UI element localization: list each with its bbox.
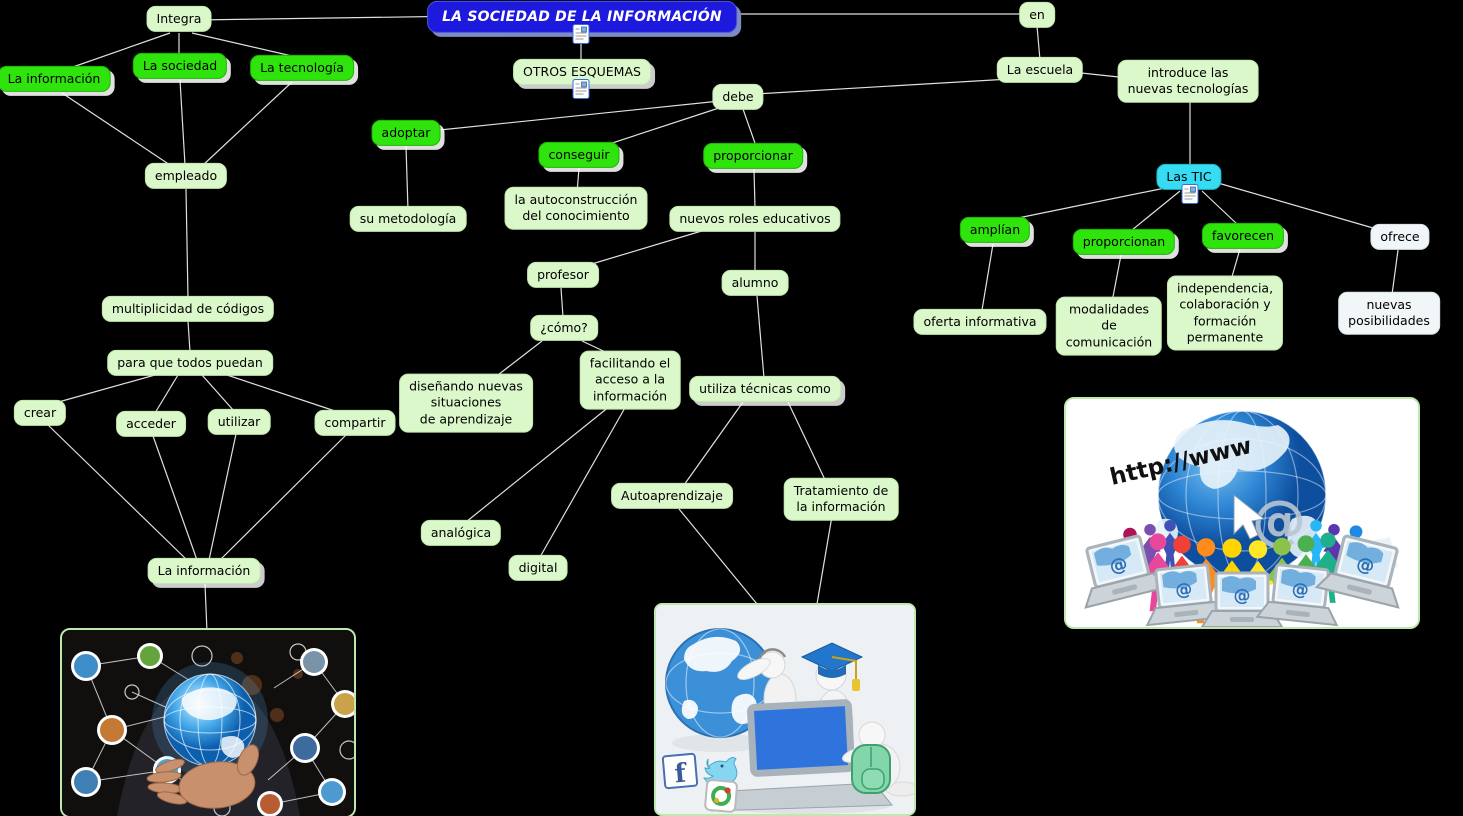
image-hand-globe-network: [60, 628, 356, 816]
node-compartir[interactable]: compartir: [314, 409, 396, 437]
node-para-que-todos[interactable]: para que todos puedan: [107, 349, 273, 377]
node-autoconstruccion[interactable]: la autoconstrucción del conocimiento: [504, 186, 648, 230]
node-la-tecnologia[interactable]: La tecnología: [250, 54, 354, 82]
node-conseguir[interactable]: conseguir: [538, 141, 620, 169]
open-hand: [146, 744, 259, 809]
node-tratamiento[interactable]: Tratamiento de la información: [783, 477, 899, 521]
google-plus-icon: [704, 779, 738, 813]
resource-icon-title[interactable]: [572, 24, 590, 48]
node-nuevos-roles[interactable]: nuevos roles educativos: [669, 205, 841, 233]
node-introduce[interactable]: introduce las nuevas tecnologías: [1117, 59, 1259, 103]
node-proporcionan[interactable]: proporcionan: [1072, 228, 1176, 256]
node-como[interactable]: ¿cómo?: [530, 314, 598, 342]
node-crear[interactable]: crear: [13, 399, 67, 427]
node-la-informacion-top[interactable]: La información: [0, 65, 111, 93]
node-la-informacion-bottom[interactable]: La información: [147, 557, 261, 585]
node-la-sociedad[interactable]: La sociedad: [132, 52, 228, 80]
internet-globe: http://www @: [1108, 410, 1327, 580]
node-facilitando[interactable]: facilitando el acceso a la información: [579, 350, 681, 410]
svg-text:f: f: [673, 758, 689, 789]
node-debe[interactable]: debe: [712, 83, 764, 111]
node-disenando[interactable]: diseñando nuevas situaciones de aprendiz…: [399, 373, 533, 433]
node-oferta-informativa[interactable]: oferta informativa: [913, 308, 1047, 336]
node-la-escuela[interactable]: La escuela: [996, 56, 1084, 84]
node-en[interactable]: en: [1019, 1, 1055, 29]
node-empleado[interactable]: empleado: [144, 162, 228, 190]
node-integra[interactable]: Integra: [146, 5, 212, 33]
resource-icon-otros-esquemas[interactable]: [572, 79, 590, 103]
facebook-icon: f: [661, 752, 699, 789]
node-su-metodologia[interactable]: su metodología: [349, 205, 467, 233]
node-favorecen[interactable]: favorecen: [1201, 222, 1285, 250]
node-modalidades[interactable]: modalidades de comunicación: [1055, 296, 1163, 356]
node-utiliza-tecnicas[interactable]: utiliza técnicas como: [689, 375, 841, 403]
glowing-globe: [152, 662, 268, 778]
node-ofrece[interactable]: ofrece: [1370, 223, 1430, 251]
node-digital[interactable]: digital: [508, 554, 568, 582]
node-autoaprendizaje[interactable]: Autoaprendizaje: [611, 482, 733, 510]
node-proporcionar[interactable]: proporcionar: [703, 142, 803, 170]
node-multiplicidad[interactable]: multiplicidad de códigos: [101, 295, 275, 323]
node-utilizar[interactable]: utilizar: [207, 408, 271, 436]
node-independencia[interactable]: independencia, colaboración y formación …: [1166, 275, 1284, 351]
node-acceder[interactable]: acceder: [116, 410, 186, 438]
resource-icon-las-tic[interactable]: [1181, 184, 1199, 208]
node-profesor[interactable]: profesor: [527, 261, 599, 289]
child-figure-backpack: [842, 721, 914, 797]
node-nuevas-posibilidades[interactable]: nuevas posibilidades: [1338, 291, 1440, 335]
node-amplian[interactable]: amplían: [959, 216, 1031, 244]
node-alumno[interactable]: alumno: [721, 269, 789, 297]
laptop: [710, 699, 894, 812]
node-adoptar[interactable]: adoptar: [371, 119, 441, 147]
image-elearning-figures: f: [654, 603, 916, 816]
image-internet-globe-people-laptops: @ http://www @: [1064, 397, 1420, 629]
node-analogica[interactable]: analógica: [420, 519, 502, 547]
